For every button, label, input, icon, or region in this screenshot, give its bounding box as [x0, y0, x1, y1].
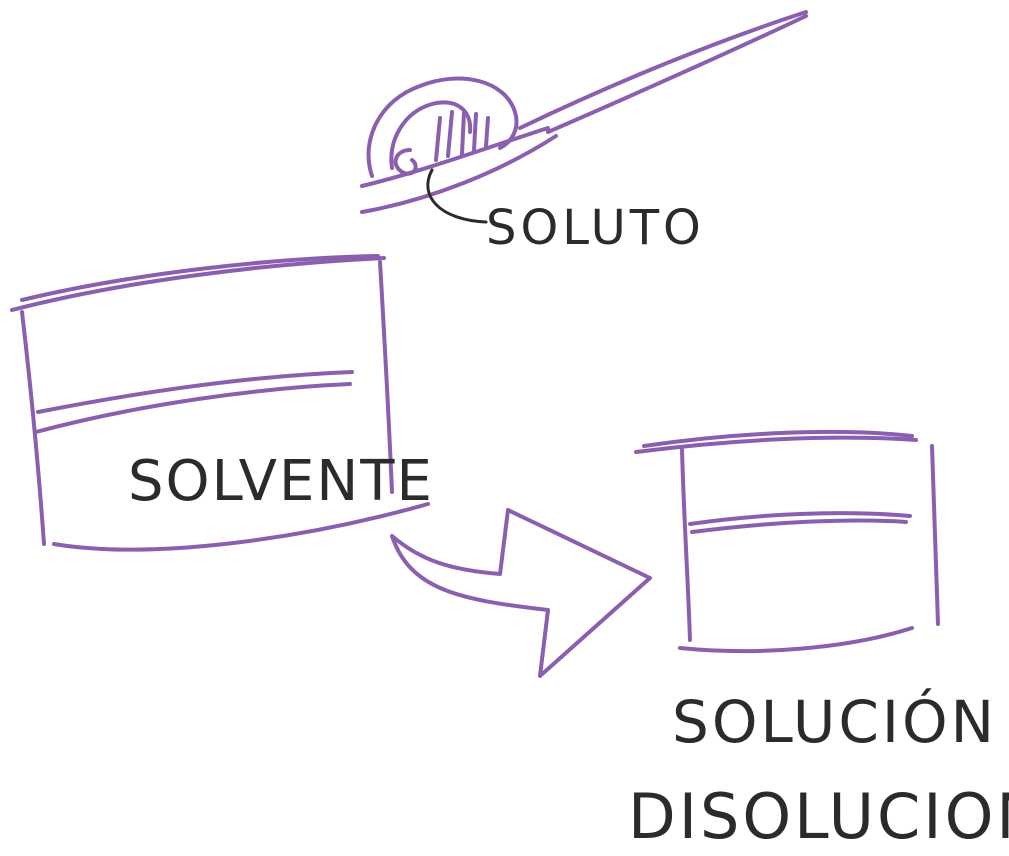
solute-label: SOLUTO: [486, 200, 705, 256]
solvent-beaker-left-wall: [20, 310, 46, 546]
solution-beaker-rim: [634, 435, 918, 454]
solvent-label: SOLVENTE: [128, 449, 434, 514]
dissolution-label: DISOLUCION: [628, 780, 1009, 853]
spoon-bowl-top: [360, 126, 550, 188]
solution-beaker-base: [678, 626, 914, 654]
spoon-handle-upper: [518, 10, 808, 130]
solvent-liquid-level-lower: [34, 382, 352, 434]
spoon-with-solute: [360, 10, 808, 214]
solute-heap-outer: [366, 76, 519, 178]
solution-beaker-rim-inner: [642, 429, 914, 448]
solvent-beaker-rim-inner: [20, 254, 380, 302]
solution-beaker: [634, 429, 940, 654]
solvent-beaker: [10, 254, 430, 552]
solvent-beaker-base: [52, 502, 430, 552]
solvent-liquid-level-upper: [36, 370, 354, 414]
solvent-beaker-rim: [10, 256, 386, 312]
spoon-handle-lower: [546, 14, 808, 134]
solute-leader-line: [426, 168, 488, 224]
solute-heap-hatching: [434, 110, 490, 162]
solution-beaker-right-wall: [930, 444, 940, 626]
solution-beaker-left-wall: [680, 448, 692, 642]
solvent-beaker-right-wall: [378, 260, 394, 494]
solution-liquid-level-upper: [688, 511, 912, 526]
spoon-bowl-bottom: [360, 134, 558, 214]
solute-heap-inner: [389, 100, 473, 170]
solute-curl: [393, 148, 418, 176]
process-arrow: [390, 508, 652, 678]
solution-liquid-level-lower: [690, 518, 908, 534]
solution-label: SOLUCIÓN: [672, 687, 997, 756]
